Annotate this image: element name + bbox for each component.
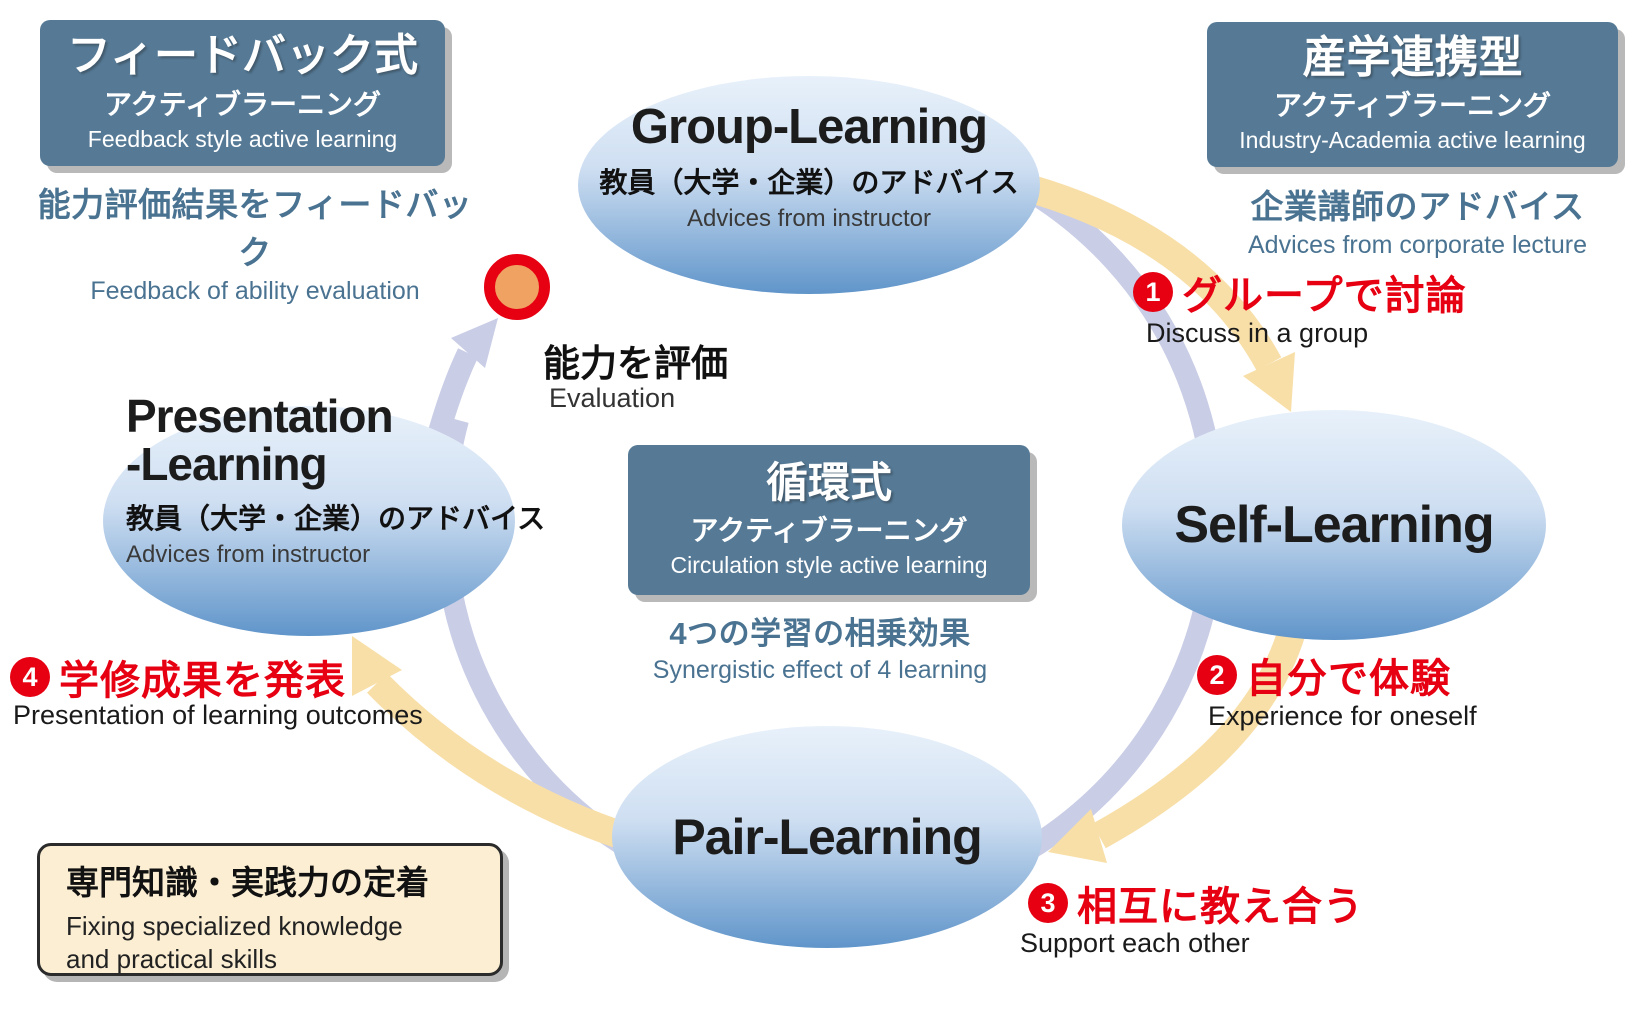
fixing-knowledge-box: 専門知識・実践力の定着 Fixing specialized knowledge…	[37, 843, 503, 976]
industry-box-title-jp: 産学連携型	[1302, 32, 1523, 82]
feedback-box-subtitle-en: Feedback style active learning	[87, 125, 398, 152]
group-learning-sub-en: Advices from instructor	[686, 205, 932, 233]
group-learning-sub-jp: 教員（大学・企業）のアドバイス	[599, 167, 1019, 199]
circulation-box-subtitle-en: Circulation style active learning	[670, 551, 988, 578]
circulation-note-jp: 4つの学習の相乗効果	[669, 616, 971, 651]
node-pair-learning-ellipse	[612, 726, 1042, 948]
feedback-note: 能力評価結果をフィードバック Feedback of ability evalu…	[25, 178, 485, 306]
fixing-box-title-jp: 専門知識・実践力の定着	[66, 864, 429, 901]
step-3-number-icon: 3	[1028, 883, 1068, 923]
step-3: 3 相互に教え合う	[1028, 874, 1364, 932]
pair-learning-title: Pair-Learning	[672, 808, 982, 865]
feedback-note-jp: 能力評価結果をフィードバック	[37, 186, 473, 271]
step-3-label-en: Support each other	[1020, 928, 1250, 958]
step-4-label-en: Presentation of learning outcomes	[13, 700, 423, 730]
presentation-learning-title-line2: -Learning	[126, 438, 328, 491]
arrow-group-to-self-head	[1243, 352, 1295, 412]
node-self-learning: Self-Learning	[1122, 410, 1546, 640]
circulation-note: 4つの学習の相乗効果 Synergistic effect of 4 learn…	[610, 608, 1030, 685]
group-learning-title: Group-Learning	[630, 100, 988, 154]
step-2-label-en: Experience for oneself	[1208, 701, 1477, 731]
feedback-box-subtitle-jp: アクティブラーニング	[104, 88, 381, 120]
node-self-learning-ellipse	[1122, 410, 1546, 640]
node-pair-learning: Pair-Learning	[612, 726, 1042, 948]
node-presentation-learning: Presentation -Learning 教員（大学・企業）のアドバイス A…	[126, 392, 546, 569]
node-group-learning: Group-Learning 教員（大学・企業）のアドバイス Advices f…	[578, 100, 1040, 233]
feedback-style-box: フィードバック式 アクティブラーニング Feedback style activ…	[40, 20, 445, 166]
industry-note: 企業講師のアドバイス Advices from corporate lectur…	[1195, 180, 1640, 260]
arrow-presentation-to-evaluation-head	[451, 318, 498, 368]
presentation-learning-title-line1: Presentation	[126, 390, 394, 442]
presentation-learning-sub-en: Advices from instructor	[126, 540, 371, 568]
arrow-pair-to-presentation-head	[352, 636, 402, 696]
arrow-self-to-pair	[1092, 623, 1307, 849]
node-group-learning-ellipse	[578, 76, 1040, 294]
industry-note-en: Advices from corporate lecture	[1247, 231, 1588, 259]
arrow-pair-to-presentation	[367, 673, 656, 859]
step-1-label-jp: グループで討論	[1182, 274, 1467, 318]
circulation-note-en: Synergistic effect of 4 learning	[652, 656, 988, 684]
feedback-box-title-jp: フィードバック式	[66, 31, 419, 81]
feedback-note-en: Feedback of ability evaluation	[90, 277, 420, 305]
step-1-number-icon: 1	[1133, 272, 1173, 312]
evaluation-label-jp: 能力を評価	[543, 343, 728, 384]
fixing-box-en: Fixing specialized knowledge and practic…	[66, 910, 500, 975]
step-4-label-jp: 学修成果を発表	[59, 659, 346, 703]
circulation-box-subtitle-jp: アクティブラーニング	[690, 514, 968, 546]
evaluation-dot	[484, 254, 550, 320]
self-learning-title: Self-Learning	[1174, 495, 1494, 554]
industry-note-jp: 企業講師のアドバイス	[1250, 188, 1585, 225]
step-1-label-en: Discuss in a group	[1146, 318, 1369, 348]
fixing-box-en-line2: and practical skills	[66, 943, 277, 974]
step-2: 2 自分で体験	[1197, 646, 1451, 704]
step-4: 4 学修成果を発表	[10, 648, 346, 706]
industry-box-subtitle-en: Industry-Academia active learning	[1239, 127, 1586, 154]
arrow-self-to-pair-head	[1048, 809, 1107, 863]
node-presentation-learning-ellipse	[103, 406, 515, 636]
presentation-learning-sub-jp: 教員（大学・企業）のアドバイス	[126, 502, 546, 534]
circulation-style-box: 循環式 アクティブラーニング Circulation style active …	[628, 445, 1030, 595]
fixing-box-en-line1: Fixing specialized knowledge	[66, 911, 403, 941]
industry-academia-box: 産学連携型 アクティブラーニング Industry-Academia activ…	[1207, 22, 1618, 167]
circulation-box-title-jp: 循環式	[765, 459, 892, 507]
step-4-number-icon: 4	[10, 657, 50, 697]
step-1: 1 グループで討論	[1133, 263, 1467, 321]
cycle-ring	[433, 124, 1226, 916]
evaluation-label-en: Evaluation	[549, 383, 676, 413]
step-3-label-jp: 相互に教え合う	[1077, 885, 1364, 929]
industry-box-subtitle-jp: アクティブラーニング	[1274, 90, 1551, 122]
step-2-label-jp: 自分で体験	[1246, 657, 1451, 701]
step-2-number-icon: 2	[1197, 655, 1237, 695]
